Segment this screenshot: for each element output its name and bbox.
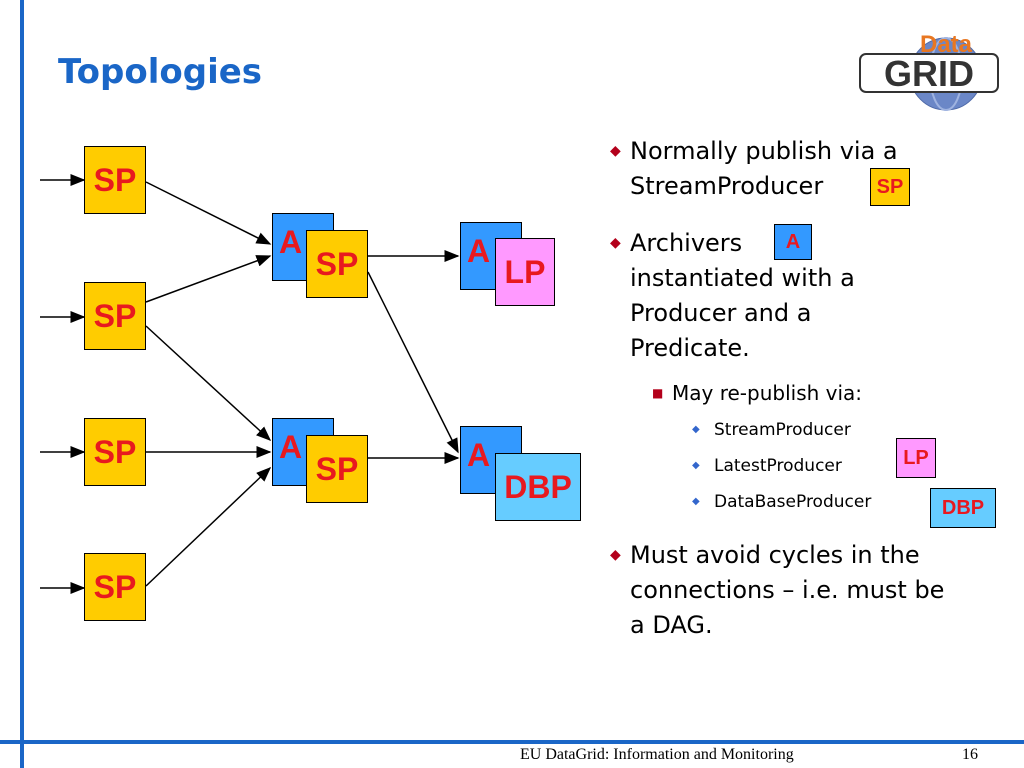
bullet-archivers-rest: instantiated with a Producer and a Predi…: [630, 264, 855, 362]
archiver-lower-sp: SP: [306, 435, 368, 503]
subsub-database-text: DataBaseProducer: [714, 492, 872, 512]
bullet-archivers-word: Archivers: [630, 229, 743, 257]
subsub-database: ◆ DataBaseProducer: [692, 491, 872, 513]
arrow-sp2-to-a1: [145, 255, 272, 303]
archiver-upper-sp: SP: [306, 230, 368, 298]
bullet-publish-text: Normally publish via a StreamProducer: [630, 137, 898, 200]
subsub-latest-text: LatestProducer: [714, 456, 842, 476]
inline-a-box: A: [774, 224, 812, 260]
left-accent-line: [20, 0, 24, 768]
diamond-bullet-icon: ◆: [610, 235, 621, 251]
subsub-stream-text: StreamProducer: [714, 420, 851, 440]
arrow-sp4-to-a2: [145, 466, 272, 587]
page-title: Topologies: [58, 52, 263, 92]
sp-source-1: SP: [84, 146, 146, 214]
dot-bullet-icon: ◆: [692, 496, 700, 507]
inline-sp-box: SP: [870, 168, 910, 206]
arrow-a1-to-dbp: [367, 271, 459, 454]
bullet-dag: ◆ Must avoid cycles in the connections –…: [610, 538, 950, 643]
latest-producer: LP: [495, 238, 555, 306]
square-bullet-icon: ■: [652, 386, 664, 400]
footer-text: EU DataGrid: Information and Monitoring: [520, 746, 794, 763]
diamond-bullet-icon: ◆: [610, 143, 621, 159]
arrow-sp1-to-a1: [145, 181, 272, 245]
logo-grid-text: GRID: [884, 53, 974, 94]
footer-divider-line: [0, 740, 1024, 744]
sub-bullet-republish: ■ May re-publish via:: [652, 380, 863, 406]
arrow-sp2-to-a2: [145, 325, 272, 442]
inline-dbp-box: DBP: [930, 488, 996, 528]
diamond-bullet-icon: ◆: [610, 547, 621, 563]
sp-source-4: SP: [84, 553, 146, 621]
bullet-dag-text: Must avoid cycles in the connections – i…: [630, 541, 945, 639]
bullet-publish: ◆ Normally publish via a StreamProducer: [610, 134, 960, 204]
subsub-stream: ◆ StreamProducer: [692, 419, 851, 441]
database-producer: DBP: [495, 453, 581, 521]
sp-source-2: SP: [84, 282, 146, 350]
datagrid-logo: Data GRID: [859, 31, 999, 111]
bullet-archivers: ◆ Archivers: [610, 226, 743, 261]
dot-bullet-icon: ◆: [692, 424, 700, 435]
sp-source-3: SP: [84, 418, 146, 486]
sub-bullet-republish-text: May re-publish via:: [672, 381, 863, 405]
page-number: 16: [962, 746, 978, 763]
inline-lp-box: LP: [896, 438, 936, 478]
dot-bullet-icon: ◆: [692, 460, 700, 471]
subsub-latest: ◆ LatestProducer: [692, 455, 842, 477]
